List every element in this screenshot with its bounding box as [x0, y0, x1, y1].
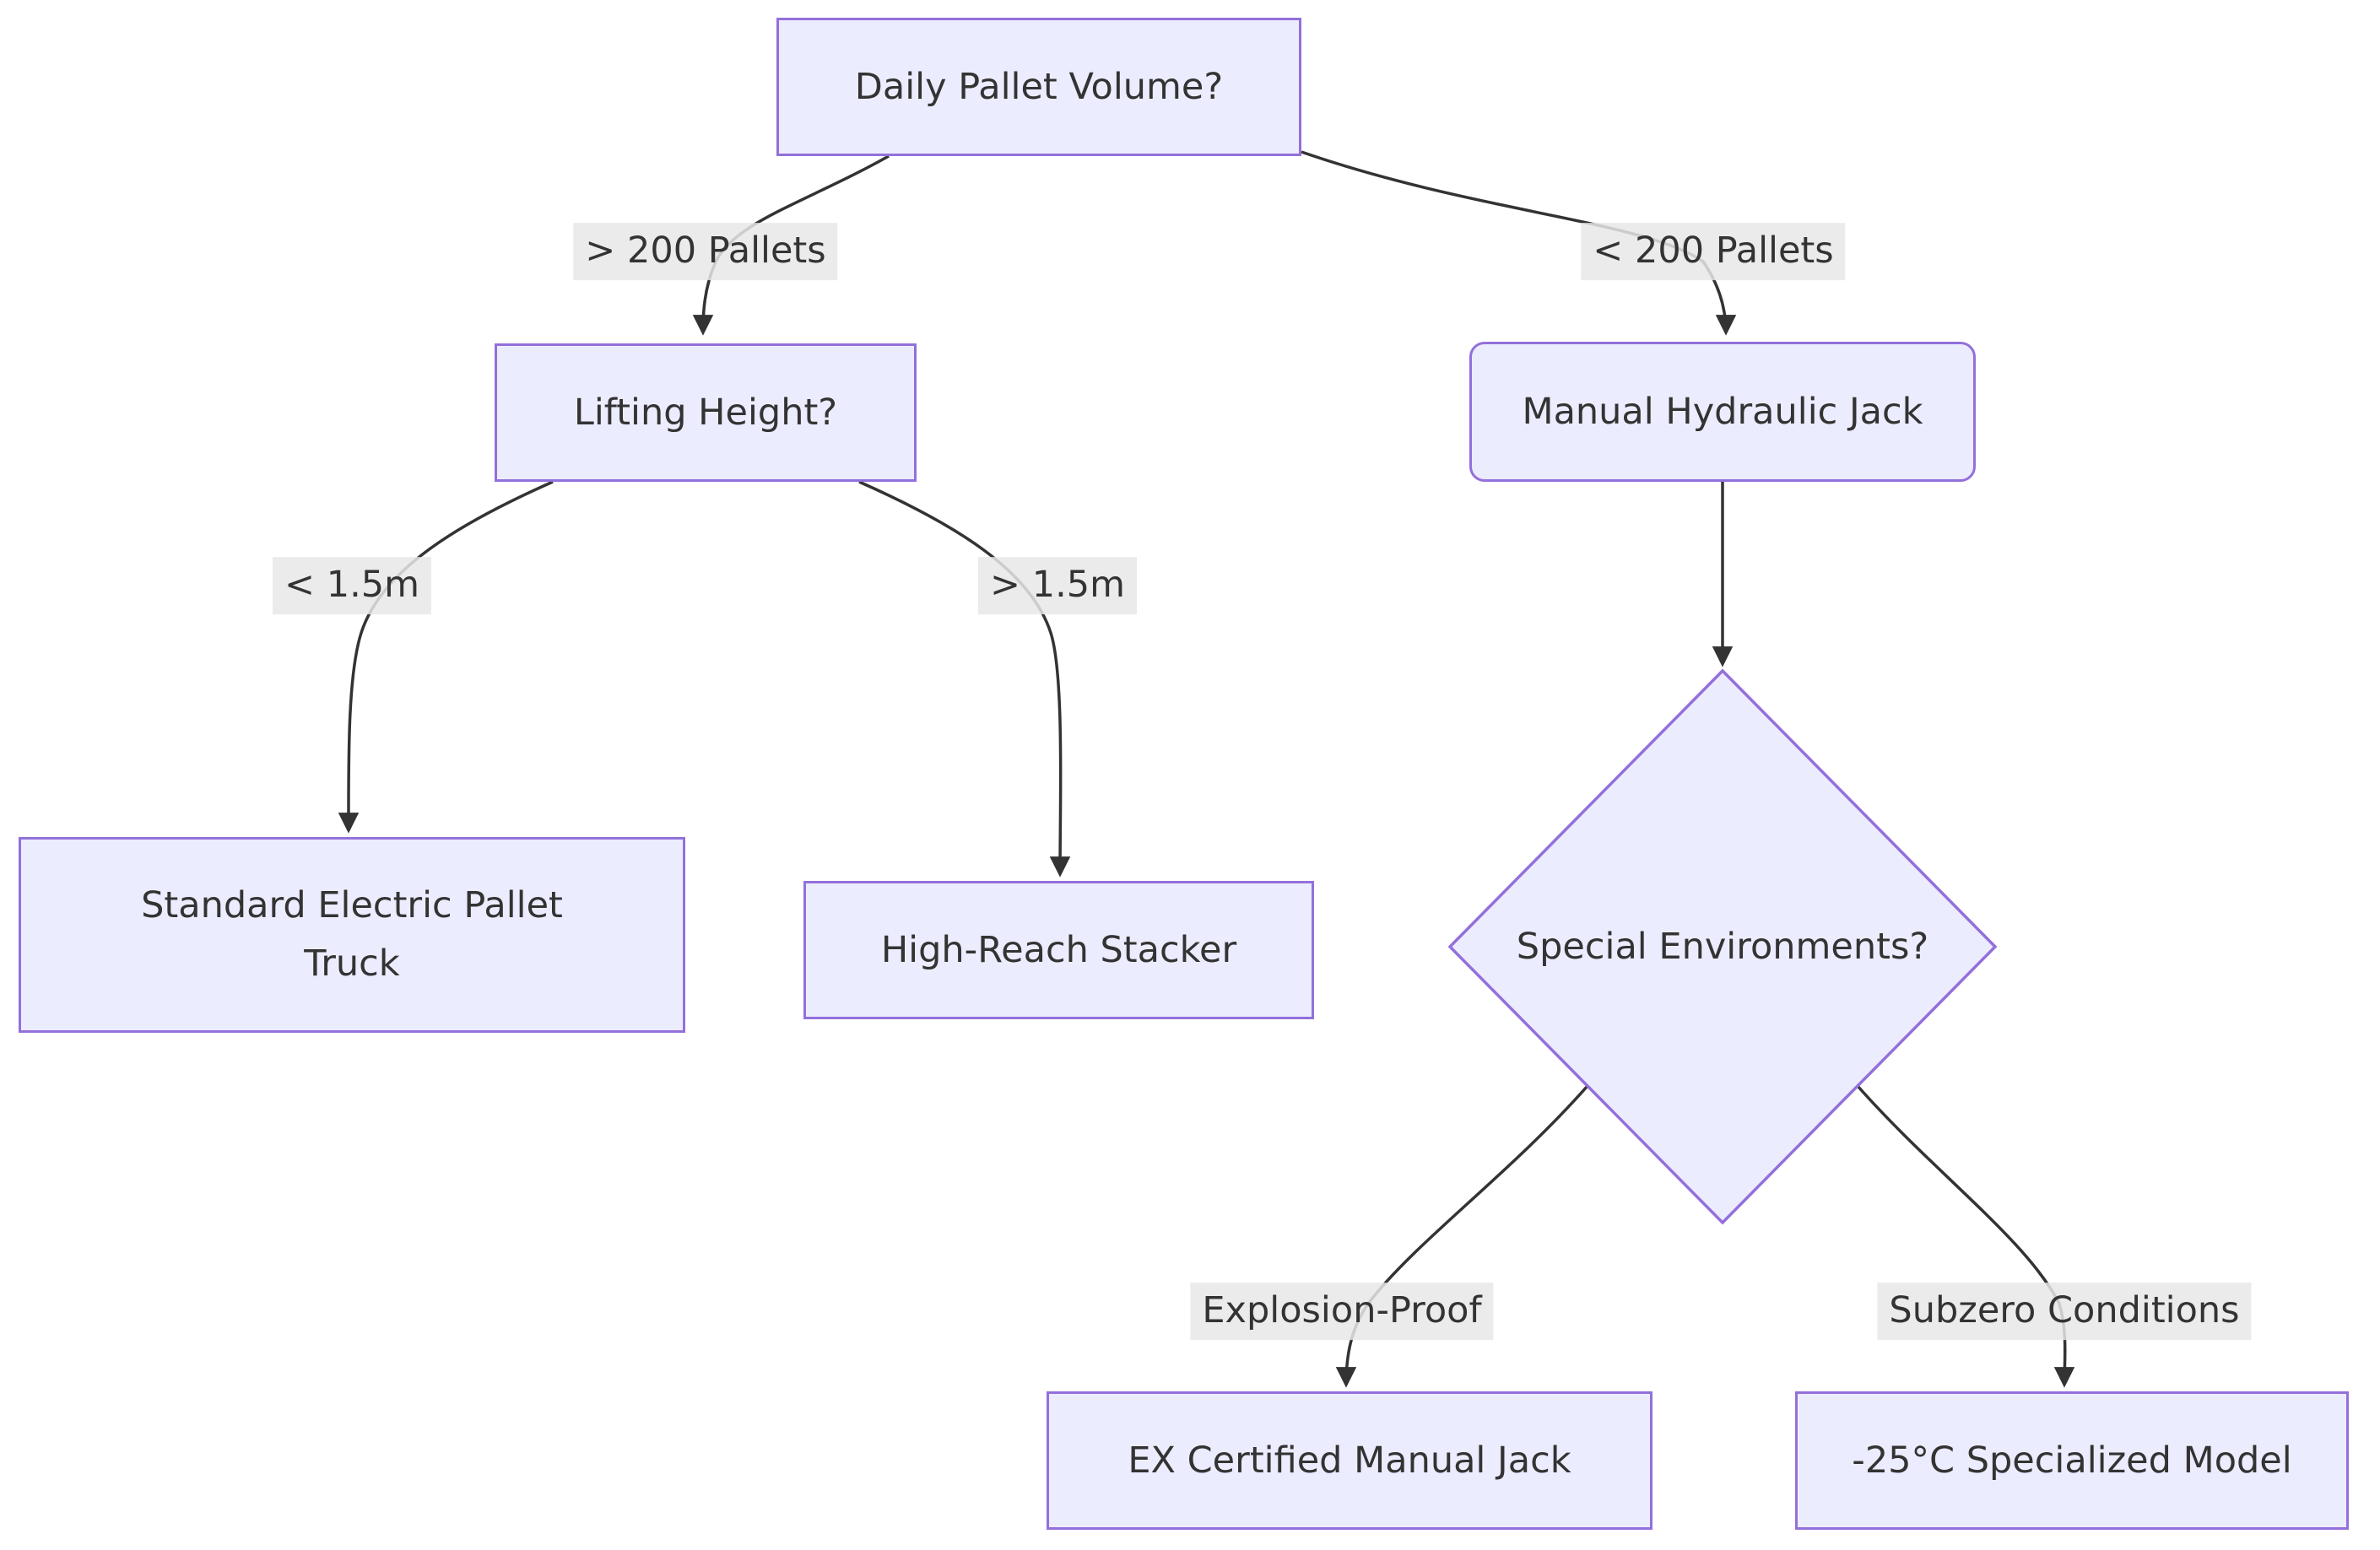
edge-label-gt-200-pallets: > 200 Pallets: [573, 223, 838, 280]
node-label: Lifting Height?: [573, 391, 838, 434]
node-subzero-specialized-model: -25°C Specialized Model: [1795, 1391, 2349, 1530]
edge-lifting-to-standard-electric: [338, 480, 554, 834]
node-lifting-height: Lifting Height?: [495, 343, 917, 482]
edge-lifting-to-high-reach: [858, 480, 1071, 878]
node-label: Daily Pallet Volume?: [854, 65, 1224, 108]
node-special-environments-shape: [1447, 668, 1998, 1225]
edge-special-env-to-subzero-model: [1856, 1084, 2075, 1388]
edge-label-explosion-proof: Explosion-Proof: [1190, 1283, 1494, 1340]
edge-label-lt-1-5m: < 1.5m: [273, 557, 431, 614]
node-daily-pallet-volume: Daily Pallet Volume?: [776, 18, 1301, 156]
node-label: -25°C Specialized Model: [1852, 1439, 2292, 1482]
node-manual-hydraulic-jack: Manual Hydraulic Jack: [1469, 342, 1976, 482]
node-special-environments-label: Special Environments?: [1516, 926, 1929, 968]
node-label: Manual Hydraulic Jack: [1522, 390, 1923, 433]
edge-label-subzero-conditions: Subzero Conditions: [1877, 1283, 2252, 1340]
node-label: High-Reach Stacker: [880, 928, 1237, 971]
node-standard-electric-pallet-truck: Standard Electric Pallet Truck: [19, 837, 685, 1033]
node-label: EX Certified Manual Jack: [1128, 1439, 1571, 1482]
edge-label-gt-1-5m: > 1.5m: [978, 557, 1137, 614]
edge-label-lt-200-pallets: < 200 Pallets: [1581, 223, 1846, 280]
edge-special-env-to-ex-certified: [1335, 1084, 1589, 1388]
node-ex-certified-manual-jack: EX Certified Manual Jack: [1047, 1391, 1652, 1530]
node-label: Standard Electric Pallet Truck: [141, 884, 563, 985]
node-high-reach-stacker: High-Reach Stacker: [803, 881, 1314, 1019]
